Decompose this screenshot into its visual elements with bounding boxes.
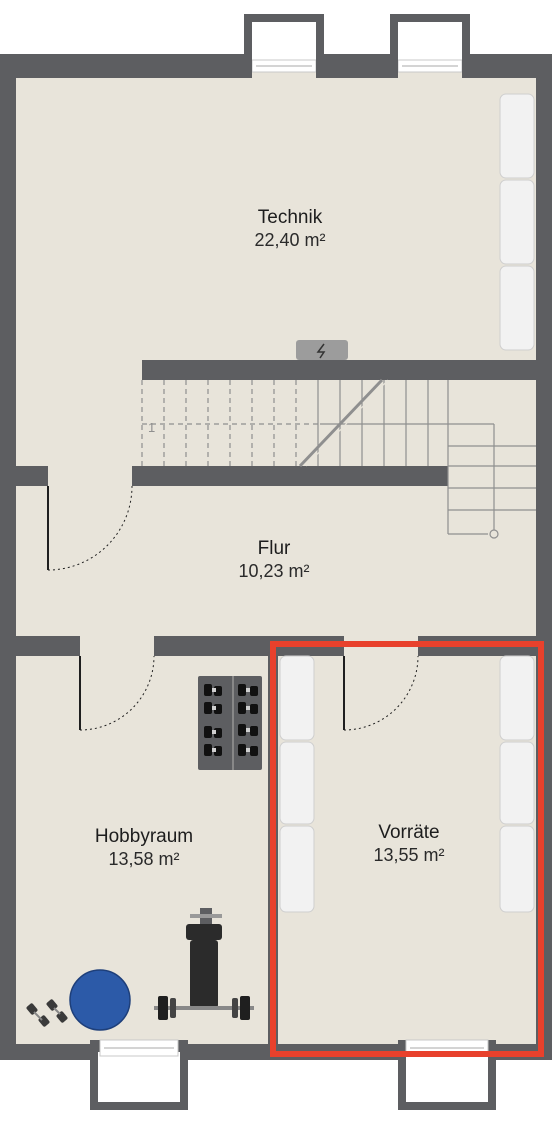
exercise-ball-icon: [69, 969, 131, 1031]
hand-dumbbells-icon: [26, 999, 68, 1027]
stair-end-marker: [489, 529, 499, 539]
room-area: 22,40 m²: [254, 230, 326, 250]
room-label-vorraete: Vorräte 13,55 m²: [319, 822, 499, 866]
room-name: Technik: [257, 207, 323, 228]
room-name: Vorräte: [378, 822, 440, 843]
staircase: [141, 378, 536, 535]
storage-cabinet: [499, 93, 535, 351]
door: [47, 485, 133, 571]
room-label-technik: Technik 22,40 m²: [200, 207, 380, 251]
room-area: 10,23 m²: [238, 561, 310, 581]
vorraete-highlight-frame: [270, 641, 544, 1057]
room-area: 13,55 m²: [373, 845, 445, 865]
weight-bench-icon: [154, 908, 254, 1020]
storage-cabinet: [279, 655, 315, 913]
room-label-flur: Flur 10,23 m²: [184, 538, 364, 582]
room-area: 13,58 m²: [108, 849, 180, 869]
dumbbell-rack-icon: [198, 676, 262, 770]
electric-meter-icon: [296, 340, 348, 360]
door: [343, 655, 419, 731]
window-icon: [390, 14, 470, 73]
room-name: Flur: [257, 538, 291, 559]
room-name: Hobbyraum: [94, 826, 194, 847]
window-icon: [398, 1039, 496, 1110]
room-label-hobbyraum: Hobbyraum 13,58 m²: [54, 826, 234, 870]
door: [79, 655, 155, 731]
window-icon: [90, 1039, 188, 1110]
stair-step-number: 1: [148, 420, 155, 435]
window-icon: [244, 14, 324, 73]
storage-cabinet: [499, 655, 535, 913]
